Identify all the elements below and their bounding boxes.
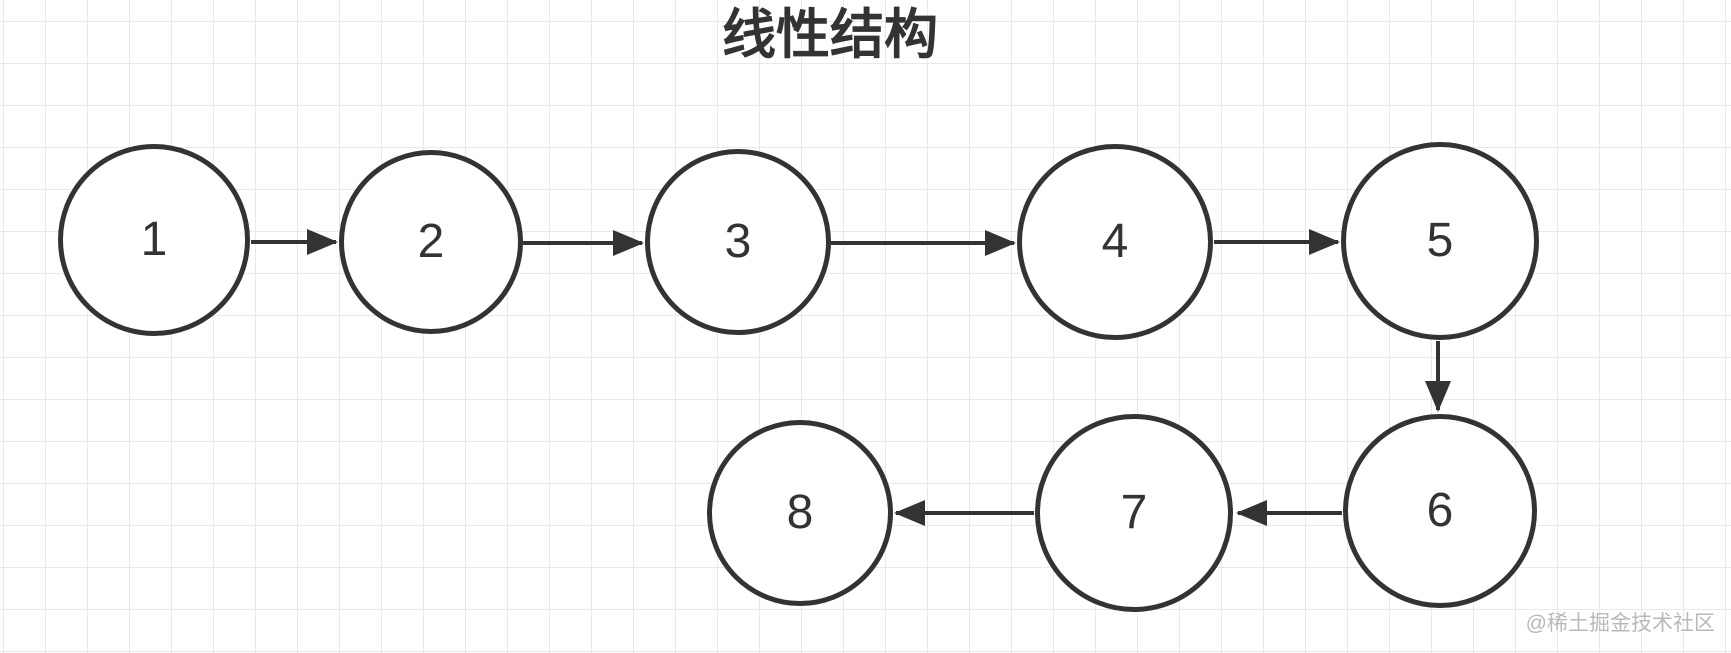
diagram-title: 线性结构: [722, 5, 938, 65]
node-5: 5: [1341, 142, 1539, 340]
node-7: 7: [1035, 414, 1233, 612]
node-1: 1: [58, 144, 250, 336]
watermark: @稀土掘金技术社区: [1525, 612, 1715, 635]
node-4-label: 4: [1101, 215, 1129, 268]
node-3: 3: [645, 149, 831, 335]
node-6: 6: [1343, 414, 1537, 608]
node-8-label: 8: [786, 486, 814, 539]
node-2: 2: [339, 150, 523, 334]
node-2-label: 2: [417, 215, 445, 268]
node-8: 8: [707, 420, 893, 606]
node-3-label: 3: [724, 215, 752, 268]
node-7-label: 7: [1120, 486, 1148, 539]
node-5-label: 5: [1426, 214, 1454, 267]
node-4: 4: [1017, 144, 1213, 340]
node-1-label: 1: [140, 213, 168, 266]
node-6-label: 6: [1426, 484, 1454, 537]
